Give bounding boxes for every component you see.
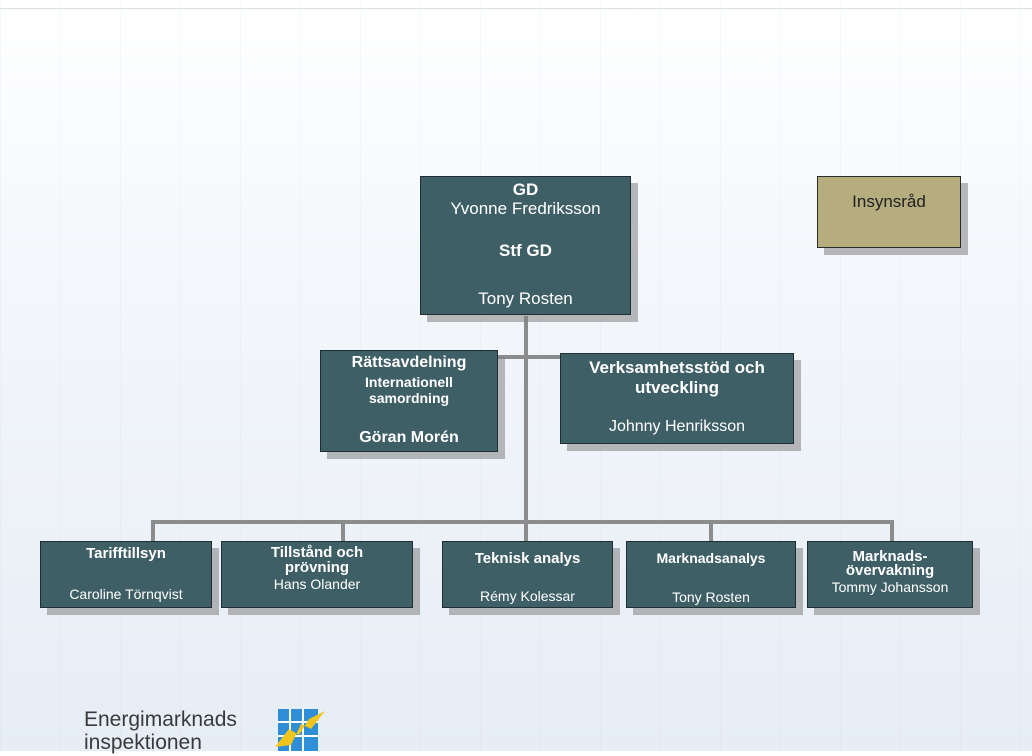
lightning-grid-icon <box>275 709 325 751</box>
dept-name: Rémy Kolessar <box>480 588 575 604</box>
dept-title: Teknisk analys <box>474 550 581 567</box>
connector-drop-2 <box>341 520 345 542</box>
node-department-market-surveillance: Marknads-övervakning Tommy Johansson <box>807 541 973 608</box>
connector-drop-5 <box>890 520 894 542</box>
connector-drop-3 <box>524 520 528 542</box>
gd-name: Yvonne Fredriksson <box>450 199 601 218</box>
legal-name: Göran Morén <box>359 429 459 446</box>
legal-subtitle: Internationell samordning <box>365 374 453 406</box>
node-advisory-board: Insynsråd <box>817 176 961 248</box>
deputy-name: Tony Rosten <box>478 289 573 308</box>
connector-staff-horizontal <box>498 355 560 359</box>
dept-title: Tillstånd och prövning <box>270 544 364 576</box>
legal-title: Rättsavdelning <box>351 354 467 371</box>
dept-name: Tony Rosten <box>672 589 750 605</box>
connector-top-trunk <box>524 316 528 522</box>
node-business-support: Verksamhetsstöd och utveckling Johnny He… <box>560 353 794 444</box>
connector-drop-1 <box>151 520 155 542</box>
node-department-tariff: Tarifftillsyn Caroline Törnqvist <box>40 541 212 608</box>
support-title: Verksamhetsstöd och utveckling <box>589 358 765 397</box>
logo-line2: inspektionen <box>84 731 202 754</box>
dept-name: Hans Olander <box>273 576 361 592</box>
connector-drop-4 <box>709 520 713 542</box>
dept-name: Caroline Törnqvist <box>69 586 183 602</box>
deputy-title: Stf GD <box>499 241 552 260</box>
logo-line1: Energimarknads <box>84 708 237 731</box>
node-gd: GD Yvonne Fredriksson Stf GD Tony Rosten <box>420 176 631 315</box>
node-department-technical: Teknisk analys Rémy Kolessar <box>442 541 613 608</box>
node-department-permits: Tillstånd och prövning Hans Olander <box>221 541 413 608</box>
top-divider <box>0 8 1032 9</box>
dept-title: Tarifftillsyn <box>86 545 166 562</box>
node-department-market-analysis: Marknadsanalys Tony Rosten <box>626 541 796 608</box>
dept-title: Marknadsanalys <box>656 550 766 566</box>
logo-icon <box>275 709 335 751</box>
support-name: Johnny Henriksson <box>608 418 746 435</box>
dept-title: Marknads-övervakning <box>845 548 935 579</box>
gd-title: GD <box>512 180 539 199</box>
advisory-label: Insynsråd <box>852 192 926 211</box>
dept-name: Tommy Johansson <box>831 579 949 595</box>
connector-department-bar <box>151 520 894 524</box>
node-legal-department: Rättsavdelning Internationell samordning… <box>320 350 498 452</box>
